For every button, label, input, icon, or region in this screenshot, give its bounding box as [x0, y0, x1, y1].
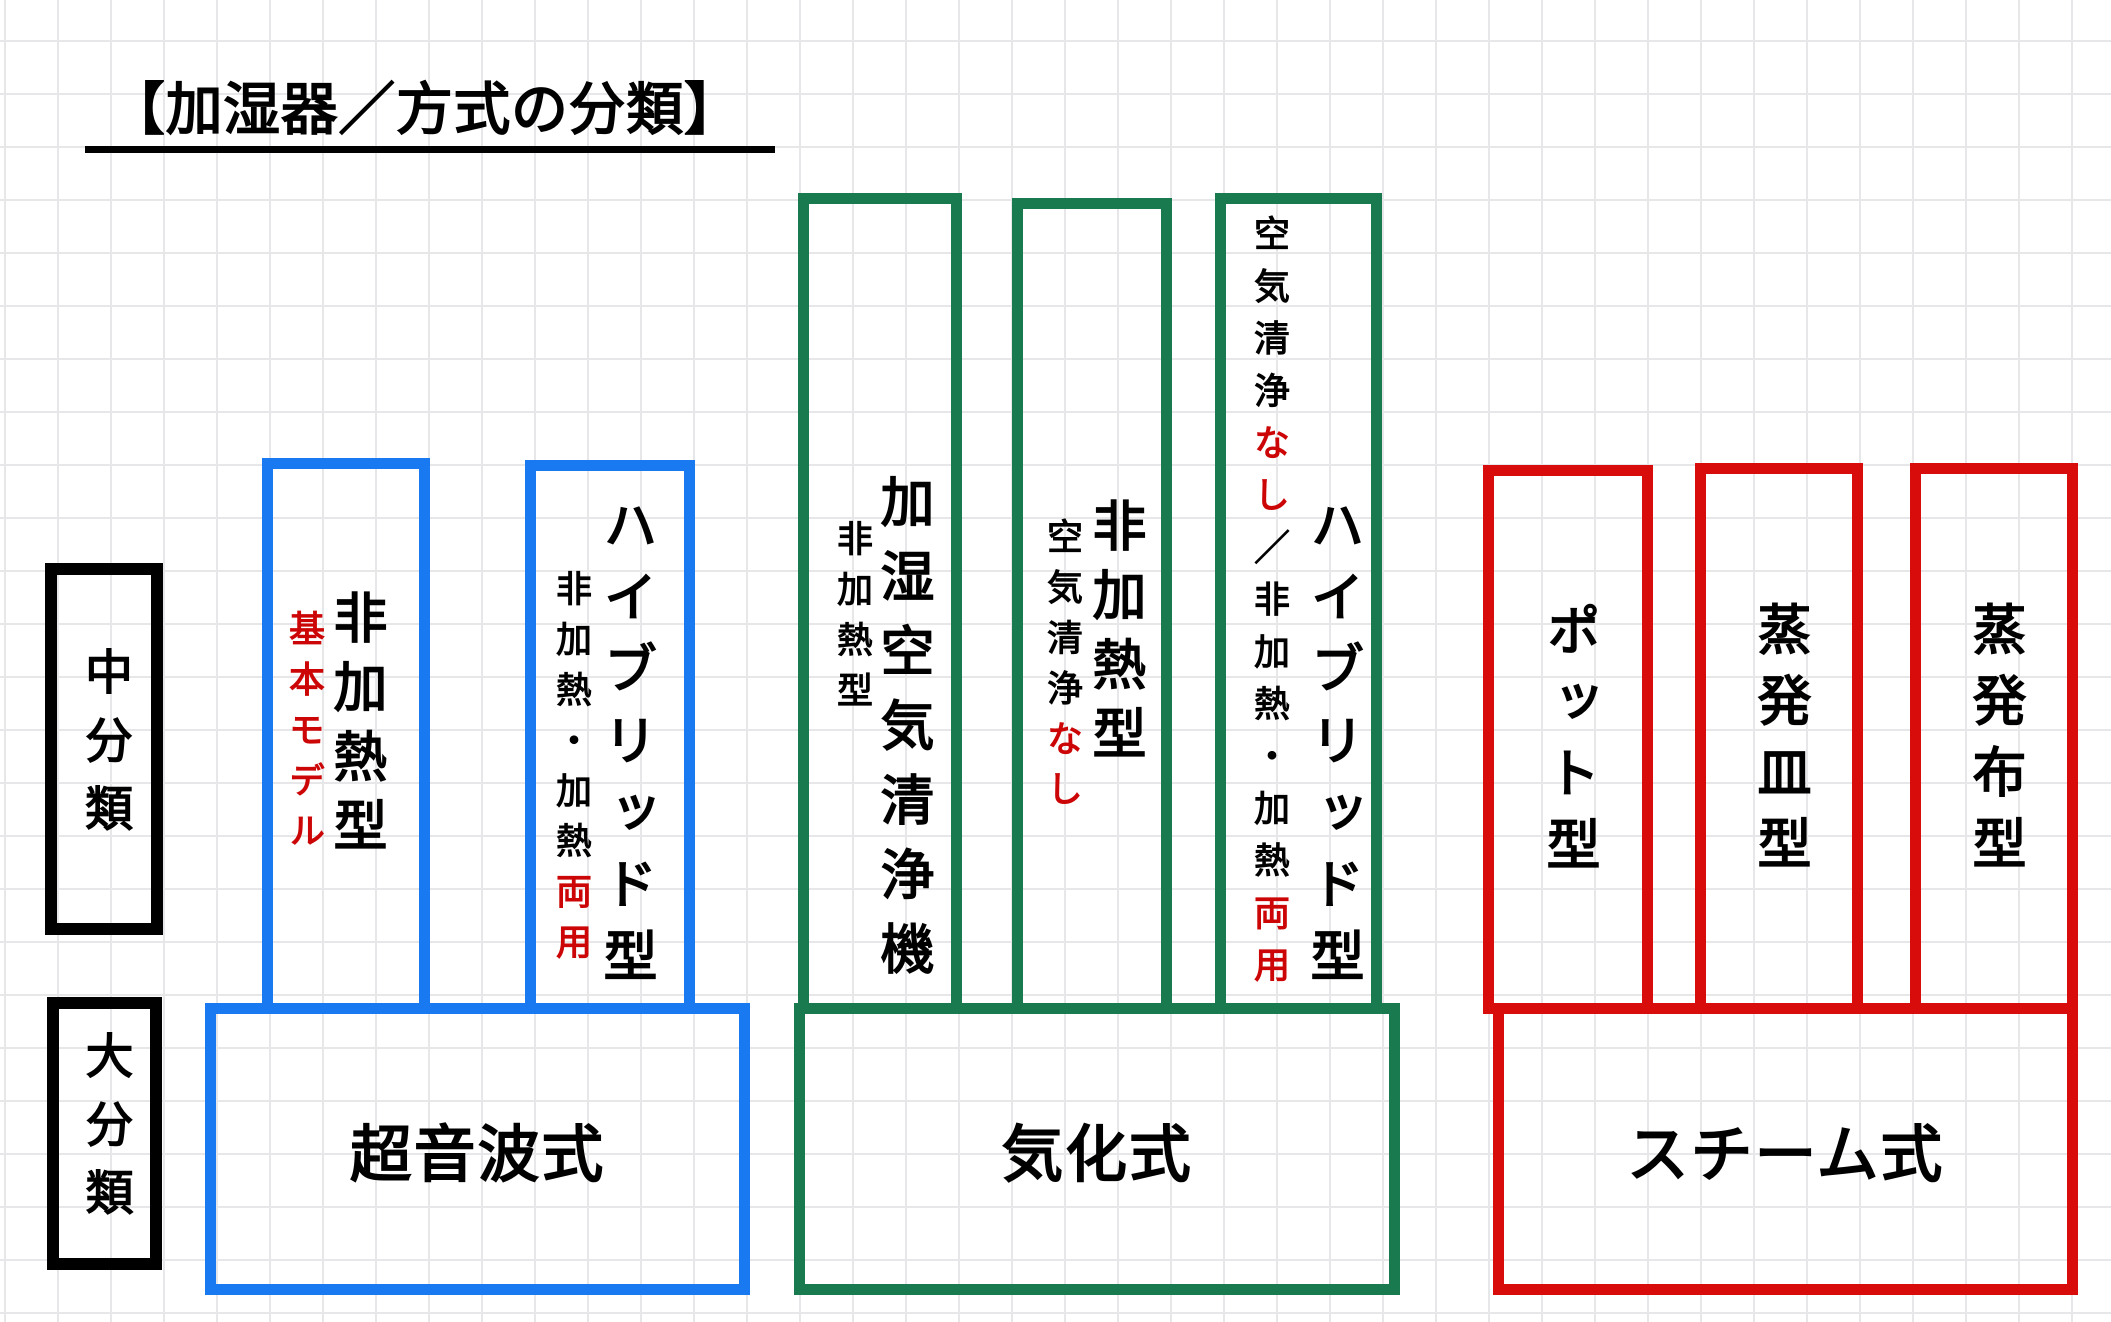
subtype-box-humidifying-air-purifier: 加湿空気清浄機 非加熱型 — [798, 193, 962, 1014]
subtype-sub-label: 基本モデル — [283, 610, 324, 862]
category-label: 気化式 — [1001, 1118, 1193, 1191]
row-label-large-classification: 大分類 — [47, 997, 162, 1270]
subtype-main-label: ハイブリッド型 — [1301, 497, 1364, 1000]
subtype-box-evaporation-cloth-type: 蒸発布型 — [1910, 463, 2078, 1014]
row-label-middle-text: 中分類 — [76, 646, 132, 852]
subtype-main-label: 非加熱型 — [1083, 498, 1146, 775]
sub-label-part: 空気清浄 — [1041, 518, 1082, 720]
subtype-box-evaporation-dish-type: 蒸発皿型 — [1695, 463, 1863, 1014]
subtype-main-label: ハイブリッド型 — [594, 497, 657, 1000]
row-label-middle-classification: 中分類 — [45, 563, 163, 935]
sub-label-part: 非加熱・加熱 — [550, 570, 591, 873]
sub-label-part: ／非加熱・加熱 — [1248, 528, 1289, 894]
sub-label-part: 基本モデル — [283, 610, 324, 862]
sub-label-part: 両用 — [550, 872, 591, 974]
sub-label-part: 空気清浄 — [1248, 215, 1289, 424]
subtype-box-pot-type: ポット型 — [1483, 465, 1653, 1014]
category-box-vaporization: 気化式 — [794, 1003, 1400, 1295]
category-label: スチーム式 — [1626, 1118, 1945, 1191]
subtype-box-vaporization-hybrid: ハイブリッド型 空気清浄なし／非加熱・加熱両用 — [1215, 193, 1382, 1014]
page-title: 【加湿器／方式の分類】 — [108, 77, 742, 143]
subtype-main-label: 加湿空気清浄機 — [871, 474, 934, 996]
sub-label-part: 両用 — [1248, 893, 1289, 999]
subtype-sub-label: 非加熱型 — [831, 520, 872, 722]
subtype-box-ultrasonic-hybrid: ハイブリッド型 非加熱・加熱両用 — [525, 460, 695, 1014]
title-underline — [85, 146, 775, 153]
subtype-sub-label: 空気清浄なし — [1041, 518, 1082, 821]
category-box-steam: スチーム式 — [1493, 1003, 2078, 1295]
subtype-main-label: 非加熱型 — [324, 590, 387, 867]
subtype-main-label: ポット型 — [1537, 602, 1600, 888]
category-box-ultrasonic: 超音波式 — [205, 1003, 750, 1295]
subtype-sub-label: 非加熱・加熱両用 — [550, 570, 591, 974]
sub-label-part: なし — [1248, 423, 1289, 529]
row-label-large-text: 大分類 — [76, 1031, 133, 1236]
subtype-main-label: 蒸発皿型 — [1748, 601, 1811, 887]
subtype-main-label: 蒸発布型 — [1963, 601, 2026, 887]
sub-label-part: 非加熱型 — [831, 520, 872, 722]
subtype-sub-label: 空気清浄なし／非加熱・加熱両用 — [1248, 215, 1289, 999]
subtype-box-vaporization-nonheating: 非加熱型 空気清浄なし — [1012, 198, 1172, 1014]
subtype-box-ultrasonic-nonheating: 非加熱型 基本モデル — [262, 458, 430, 1014]
category-label: 超音波式 — [349, 1118, 606, 1191]
sub-label-part: なし — [1041, 719, 1082, 821]
